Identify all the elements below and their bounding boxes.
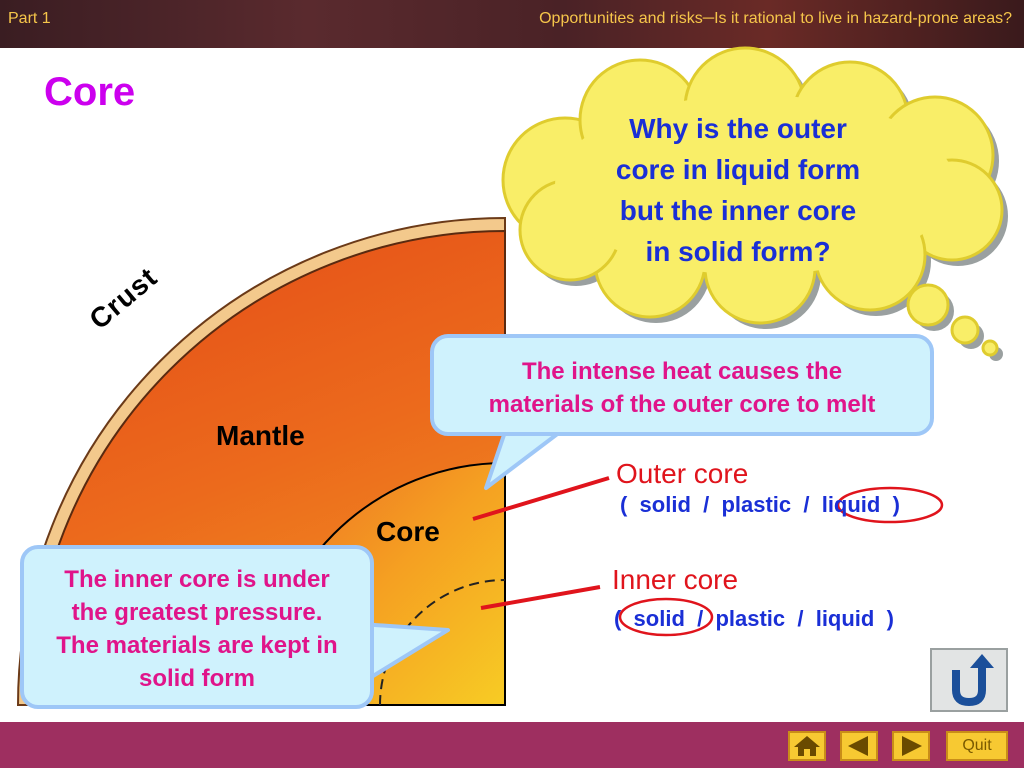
liquid-answer-circle [836, 486, 944, 524]
explanation-line: The inner core is under [64, 566, 330, 593]
arrow-right-icon [902, 736, 922, 756]
inner-core-pointer [480, 585, 601, 610]
mantle-label: Mantle [216, 420, 305, 451]
outer-core-name: Outer core [616, 458, 749, 489]
question-line: in solid form? [645, 236, 831, 267]
explanation-line: solid form [138, 665, 255, 692]
question-line: Why is the outer [629, 113, 847, 144]
inner-core-boundary [379, 579, 506, 706]
part-label: Part 1 [8, 10, 51, 27]
thought-bubble [501, 46, 1008, 361]
arrow-left-icon [848, 736, 868, 756]
core-label: Core [376, 516, 440, 547]
next-button[interactable] [892, 731, 930, 761]
home-button[interactable] [788, 731, 826, 761]
outer-core-explanation: The intense heat causes the materials of… [430, 334, 934, 436]
explanation-line: materials of the outer core to melt [488, 391, 876, 418]
return-button[interactable] [930, 648, 1008, 712]
inner-core-choices: ( solid / plastic / liquid ) [614, 606, 894, 631]
outer-core-choices: ( solid / plastic / liquid ) [620, 492, 900, 517]
question-line: core in liquid form [615, 154, 861, 185]
outer-core-pointer [472, 476, 610, 521]
header-banner: Part 1 Opportunities and risks─Is it rat… [0, 0, 1024, 48]
slide-title: Core [44, 70, 136, 114]
explanation-line: The materials are kept in [56, 632, 338, 659]
home-icon [794, 736, 820, 756]
topic-title: Opportunities and risks─Is it rational t… [539, 10, 1012, 27]
inner-core-explanation: The inner core is under the greatest pre… [20, 545, 374, 709]
question-line: but the inner core [619, 195, 857, 226]
previous-button[interactable] [840, 731, 878, 761]
explanation-line: the greatest pressure. [71, 599, 323, 626]
quit-button[interactable]: Quit [946, 731, 1008, 761]
question-text: Why is the outer core in liquid form but… [578, 108, 898, 272]
u-turn-arrow-icon [952, 654, 994, 707]
inner-core-name: Inner core [612, 564, 739, 595]
solid-answer-circle [618, 597, 714, 637]
explanation-line: The intense heat causes the [521, 358, 843, 385]
